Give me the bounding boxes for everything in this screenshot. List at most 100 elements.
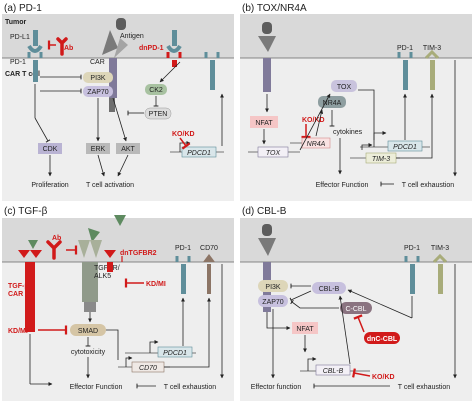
panel-a-zap70-label: ZAP70 [87,89,109,96]
panel-b-exhaustion: T cell exhaustion [402,182,455,189]
panel-c-pd1-label: PD-1 [175,245,191,252]
pd1-receptor-right [204,52,220,90]
panel-c-exhaustion: T cell exhaustion [164,384,217,391]
pd1-inhibit-cdk [34,117,51,143]
panel-a-dnpd1-label: dnPD-1 [139,45,164,52]
panel-c-kdmi2-label: KD/MI [8,328,28,335]
panel-c-ab-label: Ab [52,235,61,242]
panel-c-pdcd1-promoter [149,340,159,353]
panel-d-nfat-box [292,322,318,334]
cdk-box [38,143,62,154]
tim3-promoter-arrow [361,143,373,150]
ccbl-box [340,302,372,314]
pd1-receptor [27,52,43,82]
panel-d-cblb-label: CBL-B [319,286,340,293]
panel-d-cblb-gene-label: CBL-B [323,368,344,375]
panel-b-kokd-label: KO/KD [302,117,325,124]
panel-d: (d) CBL-B PI3K ZAP70 CBL-B C-CBL dnC-CBL… [240,206,472,401]
panel-c-title: (c) TGF-β [4,206,48,217]
panel-c-cytotoxicity-label: cytotoxicity [71,349,106,356]
cblb-protein-box [312,282,346,294]
akt-box [116,143,140,154]
antibody-icon [56,37,68,56]
cblb-inhibit-zap70 [289,290,312,303]
panel-b-pd1-receptor [397,52,413,90]
panel-b-pdcd1-gene-box [387,140,423,152]
tox-to-genes-line [358,89,375,147]
kokd-inhibit-pdcd1 [179,137,191,150]
car-to-nfat-d [266,312,291,330]
panel-b-tox-gene-label: TOX [266,150,281,157]
panel-a-pi3k-label: PI3K [90,75,106,82]
panel-c-cd70-label: CD70 [200,245,218,252]
panel-a-ck2-label: CK2 [149,87,163,94]
cd70-promoter [125,356,133,367]
antigen-icon [116,18,126,30]
panel-a-kokd-label: KO/KD [172,131,195,138]
panel-c-antibody-icon [46,240,62,260]
akt-to-activation [117,154,129,177]
panel-a-antigen-label: Antigen [120,33,144,40]
smad-to-genes-line [106,329,119,360]
cblb-promoter [307,357,317,371]
panel-b-nr4a-label: NR4A [323,100,342,107]
panel-c-tgfbr-line1: TGFBR/ [94,265,120,272]
panel-b-title: (b) TOX/NR4A [242,3,307,14]
panel-b-nr4a-gene-label: NR4A [307,141,326,148]
panel-a-akt-label: AKT [121,146,135,153]
panel-d-pd1-label: PD-1 [404,245,420,252]
tox-gene-box [257,146,289,158]
panel-a-title: (a) PD-1 [4,3,42,14]
panel-c-cd70-gene-label: CD70 [139,365,157,372]
panel-c-pdcd1-gene-box [157,346,193,358]
panel-a-pdcd1-label: PDCD1 [187,150,211,157]
erk-to-activation [97,154,105,177]
ck2-box [145,84,167,95]
cd70-gene-to-cd70 [164,297,211,368]
panel-a-car-label: CAR [90,59,105,66]
panel-a-ab-label: Ab [64,45,73,52]
tgfbr-receptor [78,240,102,312]
nfat-box [250,116,278,128]
cblb-gene-to-cblb [338,295,351,365]
dnccbl-inhibit-ccbl [353,314,365,333]
pdl1-receptor [27,30,43,53]
panel-c-dntgfbr2-label: dnTGFBR2 [120,250,157,257]
panel-a: (a) PD-1 Tumor CAR T cell PD-L1 PD-1 Ab … [2,3,234,201]
panel-b-pd1-label: PD-1 [397,45,413,52]
panel-a-car-tcell-label: CAR T cell [5,71,40,78]
panel-b-tim3-gene-label: TIM-3 [372,156,390,163]
panel-d-dnccbl-label: dnC-CBL [367,336,398,343]
zap70-box [83,86,113,97]
panel-a-pdl1-label: PD-L1 [10,34,30,41]
panel-c-smad-label: SMAD [78,328,98,335]
panel-b-tumor-region [240,14,472,58]
panel-d-tim3-label: TIM-3 [431,245,449,252]
panel-d-pi3k-label: PI3K [265,284,281,291]
pd1-to-cblb [347,289,413,319]
tgfb-ligand-2 [88,228,100,242]
panel-a-activation: T cell activation [86,182,134,189]
panel-a-tumor-label: Tumor [5,19,27,26]
panel-d-title: (d) CBL-B [242,206,287,217]
cblb-gene-box [315,364,351,376]
panel-b-tim3-label: TIM-3 [423,45,441,52]
panel-a-erk-label: ERK [91,146,106,153]
panel-c-pdcd1-label: PDCD1 [163,350,187,357]
panel-c-tgfb-car-line2: CAR [8,291,23,298]
nr4a-gene-to-nr4a [315,109,324,137]
smad-box [70,324,106,336]
panel-c: (c) TGF-β TGF-β CAR Ab TGFBR/ ALK5 [2,206,234,401]
panel-b-nfat-label: NFAT [255,120,273,127]
panel-c-tgfb-car-line1: TGF-β [8,283,29,290]
panel-a-pd1-label: PD-1 [10,59,26,66]
tgfb-ligand-3 [114,215,126,226]
panel-d-ccbl-label: C-CBL [345,306,366,313]
dnccbl-box [364,332,400,344]
pi3k-to-akt [112,97,127,142]
erk-box [86,143,110,154]
nr4a-protein-box [318,96,346,108]
panel-d-pi3k-box [258,280,288,292]
ccbl-inhibit-zap70 [290,299,339,309]
